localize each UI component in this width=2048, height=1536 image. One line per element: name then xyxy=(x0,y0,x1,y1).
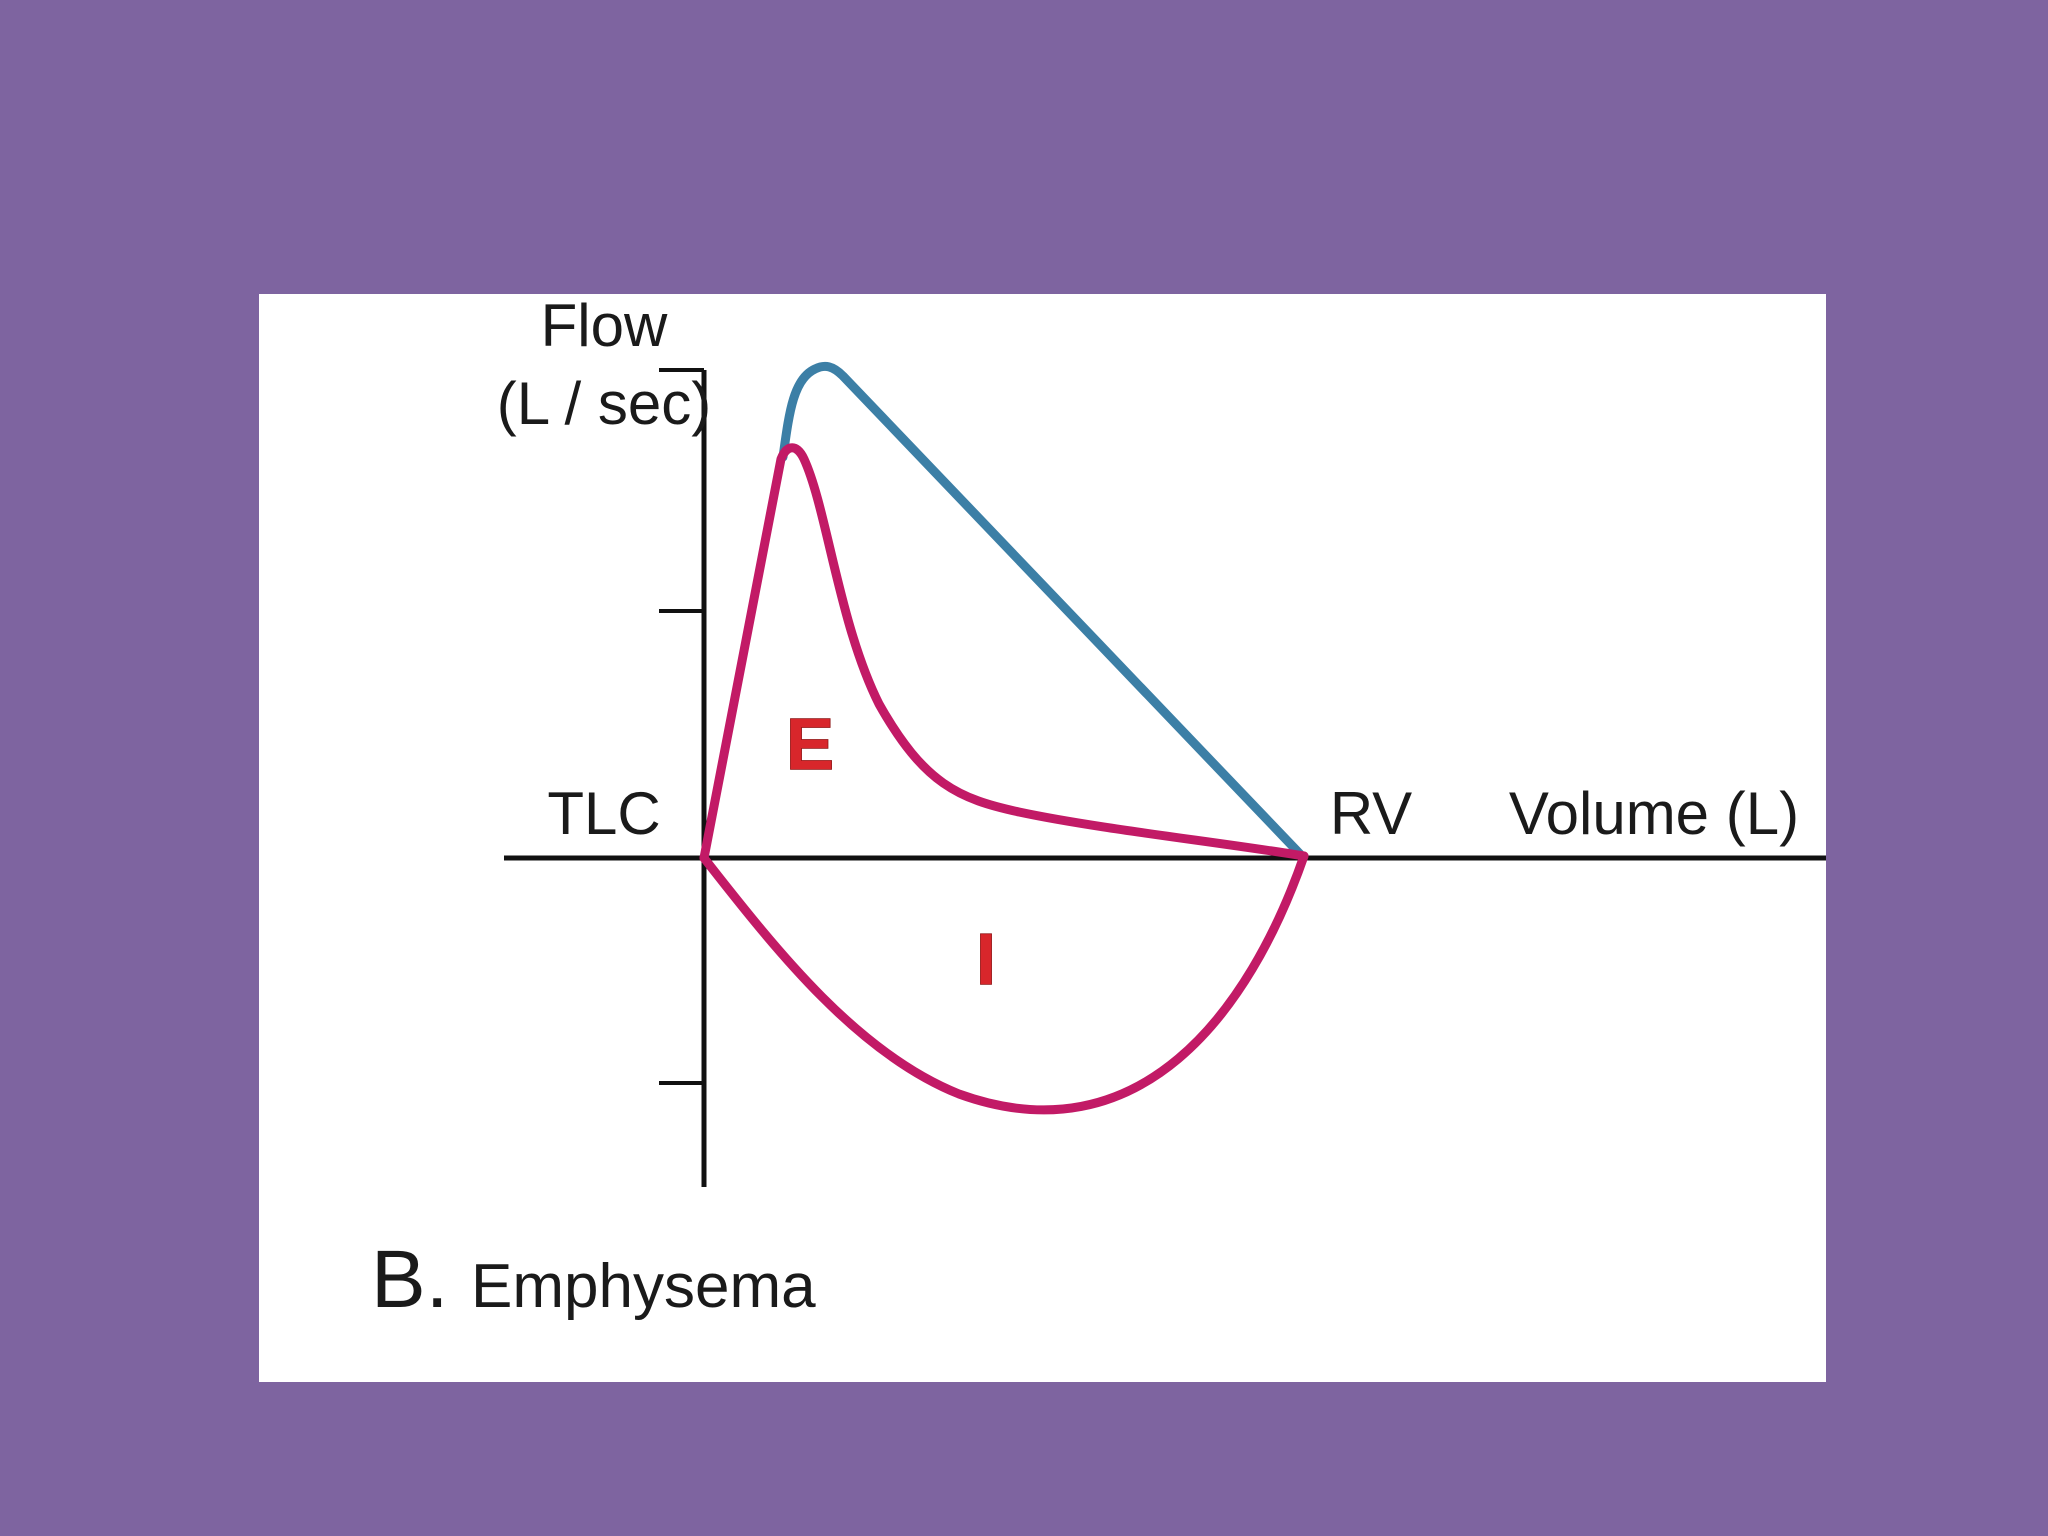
y-axis-label-flow: Flow xyxy=(541,294,668,359)
figure-caption: Emphysema xyxy=(471,1252,816,1321)
expiration-marker: E xyxy=(786,705,834,785)
x-axis-label: Volume (L) xyxy=(1509,780,1799,847)
tlc-label: TLC xyxy=(547,780,660,847)
normal-expiratory-curve xyxy=(778,361,1305,859)
panel-letter: B. xyxy=(371,1234,448,1325)
y-axis-label-unit: (L / sec) xyxy=(497,370,711,437)
inspiration-marker: I xyxy=(976,920,996,1000)
emphysema-expiratory-curve xyxy=(699,443,1309,863)
emphysema-inspiratory-curve xyxy=(699,851,1309,1115)
figure-panel: Flow (L / sec) TLC RV Volume (L) E I B. … xyxy=(259,294,1826,1382)
rv-label: RV xyxy=(1330,780,1412,847)
flow-volume-diagram: Flow (L / sec) TLC RV Volume (L) E I B. … xyxy=(371,294,1826,1325)
